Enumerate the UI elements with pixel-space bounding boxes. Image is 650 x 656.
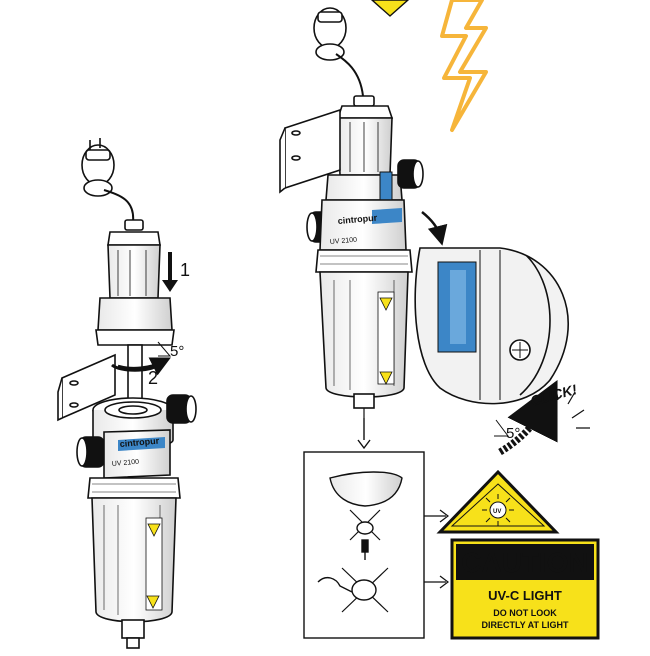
zoom-arrow-icon <box>421 211 448 246</box>
magnified-detail <box>414 247 569 405</box>
uv-symbol-text: UV <box>493 509 501 515</box>
right-assembly <box>279 7 424 418</box>
rotation-arrow-icon <box>117 357 171 376</box>
click-rotation-arrow-icon <box>498 379 558 456</box>
brand-logo-left: cintropur <box>119 436 160 449</box>
angle-icon <box>157 341 172 357</box>
warning-triangle-icon-right <box>379 297 393 385</box>
caution-line-2: DO NOT LOOK <box>493 608 557 618</box>
model-label-right: UV 2100 <box>330 237 358 246</box>
caution-line-1: UV-C LIGHT <box>488 588 562 603</box>
warning-triangle-top-icon <box>370 0 410 17</box>
lightning-bolt-icon <box>440 0 488 132</box>
caution-line-3: DIRECTLY AT LIGHT <box>481 620 569 630</box>
step-2-label: 2 <box>148 368 158 388</box>
down-arrow-icon <box>162 252 178 292</box>
brand-logo-right: cintropur <box>337 213 378 226</box>
model-label-left: UV 2100 <box>112 459 140 468</box>
left-assembly <box>57 138 197 649</box>
rotation-angle-left: 5° <box>170 343 184 360</box>
caution-header: CAUTION <box>461 547 589 578</box>
click-burst-icon <box>555 387 590 429</box>
step-1-label: 1 <box>180 260 190 280</box>
pointer-arrows <box>424 509 449 589</box>
lamp-detail-panel <box>303 418 425 639</box>
caution-sign: CAUTION UV-C LIGHT DO NOT LOOK DIRECTLY … <box>450 538 600 640</box>
plug-icon-right <box>313 7 347 61</box>
uv-warning-icon: UV <box>436 469 560 534</box>
warning-triangle-icon <box>146 523 161 609</box>
rotation-angle-right: 5° <box>506 425 520 442</box>
plug-icon <box>81 138 115 197</box>
angle-icon-right <box>494 419 509 437</box>
